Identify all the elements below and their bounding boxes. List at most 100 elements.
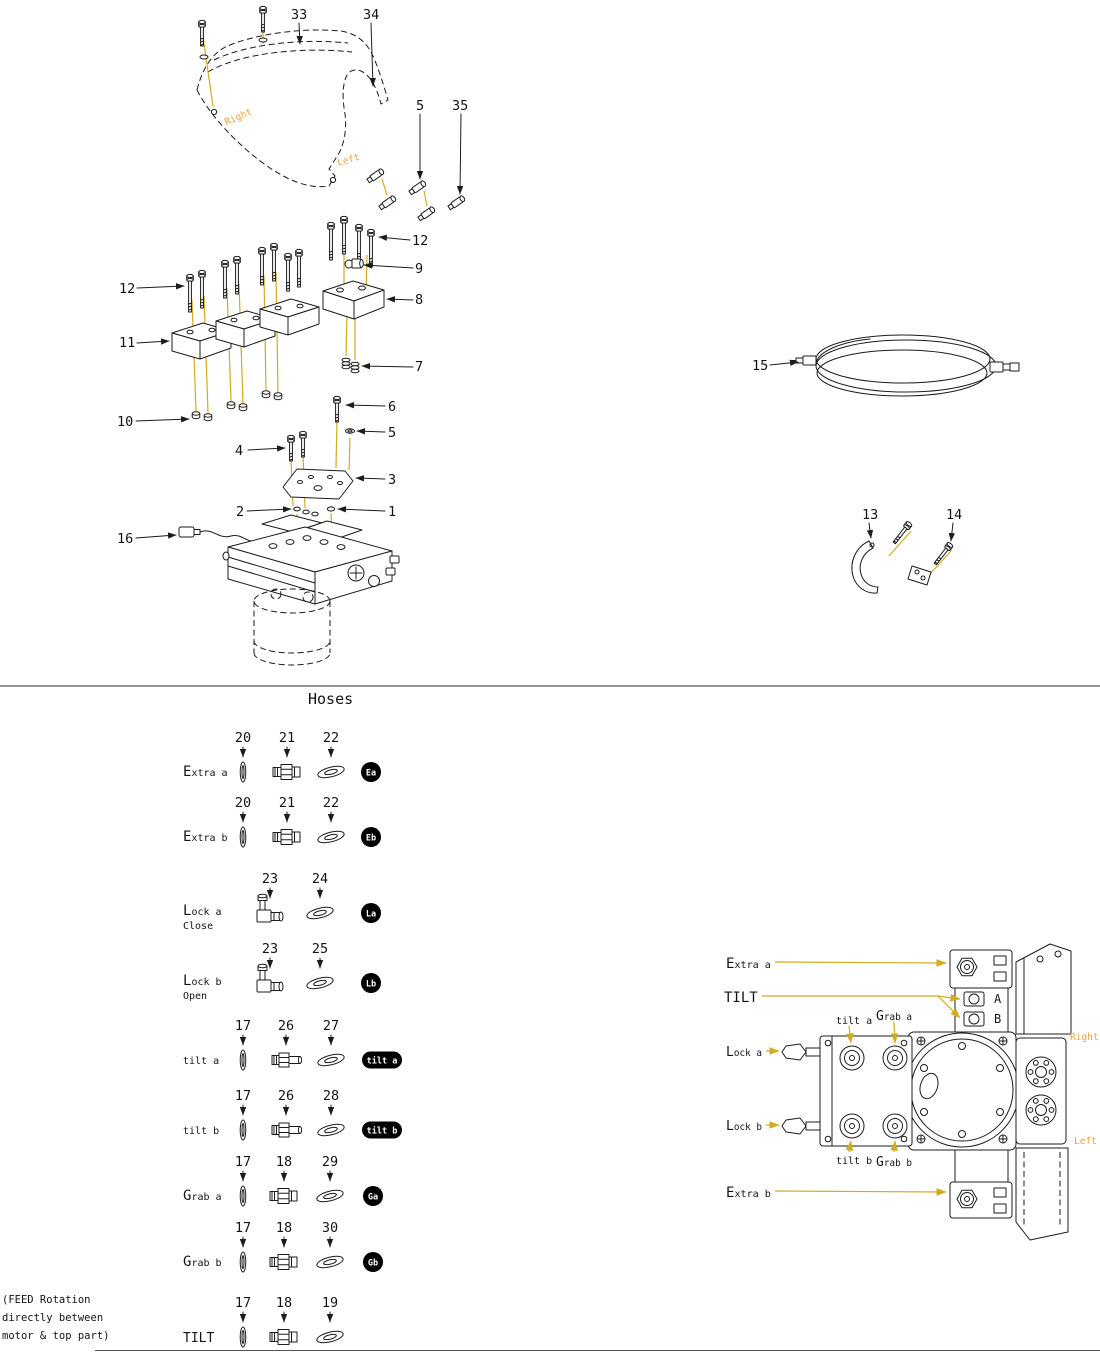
label-extra-b: Extra b [726, 1185, 771, 1201]
union-fitting-icon [272, 764, 301, 780]
hose-badge [361, 762, 381, 782]
banjo-fitting-9 [344, 258, 364, 269]
oring-seal-icon [239, 826, 247, 848]
exploded-view: Right Left 33 3 4 5 35 [117, 5, 1020, 666]
label-grab-b: Grab b [876, 1155, 912, 1170]
callout-9: 9 [415, 261, 423, 277]
sealing-washer-icon [317, 765, 345, 779]
sealing-washer-icon [317, 1053, 345, 1067]
top-plate-3 [282, 468, 354, 500]
oring-seal-icon [239, 1119, 247, 1141]
callout-5b: 5 [388, 425, 396, 441]
hose-part-number: 22 [323, 795, 339, 811]
plug-fittings [365, 167, 467, 222]
label-grab-a: Grab a [876, 1009, 912, 1024]
hose-part-number: 29 [322, 1154, 338, 1170]
hose-row: Grab a17 18 29 Ga [183, 1154, 383, 1207]
callout-4: 4 [235, 443, 243, 459]
hose-part-number: 17 [235, 1088, 251, 1104]
hose-part-number: 27 [323, 1018, 339, 1034]
hose-row-label: Grab a [183, 1188, 222, 1204]
callout-14: 14 [946, 507, 962, 523]
extra-a-connector [949, 949, 1013, 1033]
oring-seal-icon [239, 1185, 247, 1207]
sealing-washer-icon [316, 1255, 344, 1269]
sealing-washer-icon [316, 1189, 344, 1203]
hose-row-label: Extra a [183, 764, 228, 780]
label-tilt: TILT [724, 990, 758, 1006]
hose-row: tilt b 17 26 28 tilt b [183, 1088, 402, 1141]
hose-part-number: 23 [262, 871, 278, 887]
orientation-right-label: Right [223, 106, 254, 128]
elbow-fitting-icon [256, 893, 284, 923]
extra-b-connector [949, 1149, 1013, 1219]
oring-seal-icon [239, 1251, 247, 1273]
label-port-a: A [994, 992, 1002, 1006]
hose-row-label: Lock a [183, 903, 222, 919]
hose-badge-text: Lb [366, 980, 376, 990]
sealing-washer-icon [316, 1330, 344, 1344]
hose-badge-text: Eb [366, 834, 376, 844]
hose-badge-text: tilt b [367, 1126, 398, 1137]
feed-rotation-note-line3: motor & top part) [2, 1330, 109, 1342]
hose-badge [362, 1051, 402, 1069]
nipple-fitting-icon [271, 1122, 303, 1138]
union-fitting-icon [272, 829, 301, 845]
callout-7: 7 [415, 359, 423, 375]
hose-part-number: 26 [278, 1018, 294, 1034]
lock-a-plug [781, 1043, 821, 1061]
label-lock-b: Lock b [726, 1119, 762, 1134]
hose-row-label: tilt a [183, 1056, 219, 1067]
label-tilt-b: tilt b [836, 1156, 872, 1167]
hose-row-sublabel: Open [183, 991, 207, 1002]
manifold-body [222, 514, 400, 605]
hose-badge [362, 1121, 402, 1139]
hose-part-number: 26 [278, 1088, 294, 1104]
rotator-top-view: Extra a TILT Lock a Lock b Extra b tilt … [724, 943, 1099, 1241]
hose-row: Grab b17 18 30 Gb [183, 1220, 383, 1273]
hose-part-number: 17 [235, 1295, 251, 1311]
lock-b-plug [781, 1117, 821, 1135]
hose-badge-text: Gb [368, 1259, 378, 1269]
motor-cylinder [253, 588, 331, 666]
orientation-left-label: Left [336, 152, 361, 169]
hoses-title: Hoses [308, 690, 353, 708]
callout-33: 33 [291, 7, 307, 23]
elbow-fitting-icon [256, 963, 284, 993]
hose-row-label: tilt b [183, 1126, 219, 1137]
orientation-left-label-2: Left [1074, 1136, 1097, 1147]
hose-part-number: 19 [322, 1295, 338, 1311]
block-8 [322, 280, 385, 320]
washer-stack-7 [341, 357, 360, 374]
callout-8: 8 [415, 292, 423, 308]
callout-12a: 12 [412, 233, 428, 249]
hose-row-label: Grab b [183, 1254, 222, 1270]
hose-badge-text: tilt a [367, 1056, 398, 1067]
callout-2: 2 [236, 504, 244, 520]
hose-row-label: Extra b [183, 829, 228, 845]
union-fitting-icon [269, 1188, 298, 1204]
oring-seal-icon [239, 1326, 247, 1348]
hose-part-number: 28 [323, 1088, 339, 1104]
callout-35: 35 [452, 98, 468, 114]
hose-part-number: 25 [312, 941, 328, 957]
hose-row: tilt a17 26 27 tilt a [183, 1018, 402, 1071]
side-flange [1015, 1037, 1067, 1145]
clamp-13-group [851, 520, 955, 594]
oring-seal-icon [239, 1049, 247, 1071]
callout-13: 13 [862, 507, 878, 523]
hose-part-number: 17 [235, 1154, 251, 1170]
feed-rotation-note-line2: directly between [2, 1312, 103, 1324]
hose-part-number: 20 [235, 795, 251, 811]
hose-part-number: 22 [323, 730, 339, 746]
hose-badge-text: Ga [368, 1193, 378, 1203]
hose-row: Extra a20 21 22 Ea [183, 730, 381, 783]
cover-plate: Right Left [196, 5, 389, 188]
bracket-top-right [1015, 943, 1072, 1035]
callout-3: 3 [388, 472, 396, 488]
